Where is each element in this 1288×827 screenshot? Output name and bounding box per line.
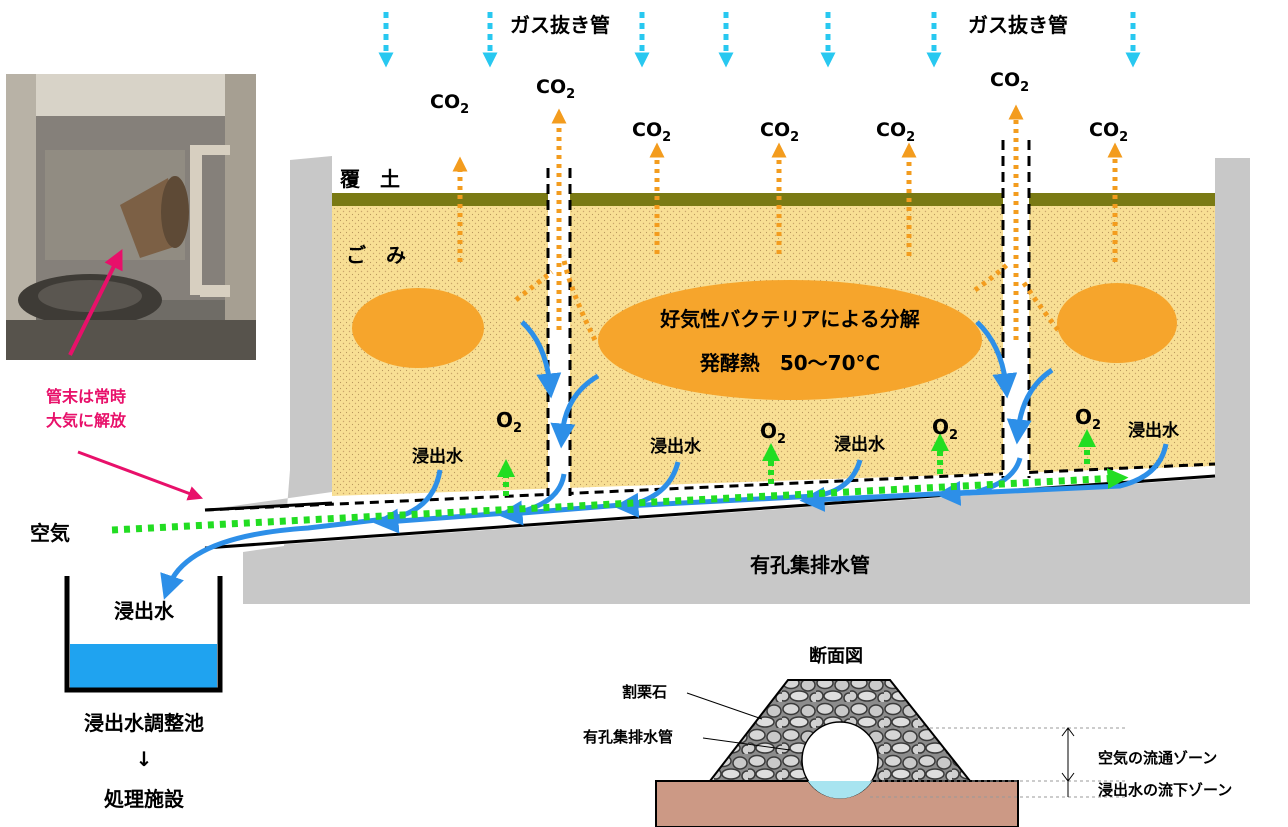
cover-soil-label: 覆 土 (339, 167, 400, 191)
leachate-label: 浸出水 (412, 446, 464, 467)
leachate-label: 浸出水 (1128, 420, 1180, 441)
co2-label: CO2 (536, 76, 575, 102)
heat-zone-left (352, 288, 484, 368)
o2-label: O2 (496, 408, 522, 436)
flow-down-arrow: ↓ (136, 747, 153, 771)
gas-vent-label-left: ガス抜き管 (510, 13, 610, 37)
cross-pipe-label: 有孔集排水管 (583, 728, 673, 746)
photo-pipe-end (6, 74, 256, 360)
gas-vent-label-right: ガス抜き管 (968, 13, 1068, 37)
treatment-facility-label: 処理施設 (104, 787, 185, 811)
co2-label: CO2 (1089, 119, 1128, 145)
co2-label: CO2 (760, 119, 799, 145)
cross-section-title: 断面図 (809, 645, 863, 667)
leachate-zone-label: 浸出水の流下ゾーン (1098, 781, 1232, 799)
pipe-end-note-line2: 大気に解放 (46, 411, 127, 430)
rain-arrows (378, 12, 1141, 68)
co2-label: CO2 (430, 91, 469, 117)
heat-zone-center (598, 280, 982, 400)
heat-zone-right (1057, 283, 1177, 363)
tank-name-label: 浸出水調整池 (84, 711, 204, 735)
leachate-tank (64, 576, 223, 693)
air-label: 空気 (30, 521, 70, 545)
leachate-label: 浸出水 (834, 434, 886, 455)
svg-text:CO2: CO2 (430, 91, 469, 117)
aerobic-decomposition-label: 好気性バクテリアによる分解 (659, 307, 919, 331)
air-zone-label: 空気の流通ゾーン (1098, 749, 1217, 767)
o2-label: O2 (1075, 405, 1101, 433)
svg-text:CO2: CO2 (632, 119, 671, 145)
co2-label: CO2 (990, 69, 1029, 95)
svg-text:O2: O2 (760, 419, 786, 447)
o2-label: O2 (760, 419, 786, 447)
svg-text:O2: O2 (496, 408, 522, 436)
air-flow (111, 429, 1129, 534)
svg-text:CO2: CO2 (1089, 119, 1128, 145)
svg-text:O2: O2 (932, 415, 958, 443)
gas-vent-pipe-left (546, 168, 572, 496)
ground-base (205, 156, 1250, 604)
drain-top-line (204, 462, 1216, 512)
pipe-end-note-line1: 管末は常時 (46, 387, 126, 406)
leachate-label: 浸出水 (650, 436, 702, 457)
cross-section (655, 679, 1125, 827)
pipe-end-pointer (77, 450, 204, 501)
crushed-stone-label: 割栗石 (622, 683, 667, 701)
svg-text:CO2: CO2 (536, 76, 575, 102)
co2-arrows (452, 104, 1123, 342)
svg-text:CO2: CO2 (760, 119, 799, 145)
co2-label: CO2 (632, 119, 671, 145)
svg-text:CO2: CO2 (990, 69, 1029, 95)
co2-label: CO2 (876, 119, 915, 145)
cover-soil-layer (332, 193, 1215, 206)
tank-water (70, 644, 217, 688)
tank-leachate-label: 浸出水 (114, 599, 175, 623)
garbage-label: ご み (346, 243, 406, 267)
svg-text:CO2: CO2 (876, 119, 915, 145)
perforated-pipe-label: 有孔集排水管 (750, 553, 870, 577)
fermentation-heat-label: 発酵熱 50～70°C (699, 351, 880, 375)
svg-text:O2: O2 (1075, 405, 1101, 433)
o2-label: O2 (932, 415, 958, 443)
